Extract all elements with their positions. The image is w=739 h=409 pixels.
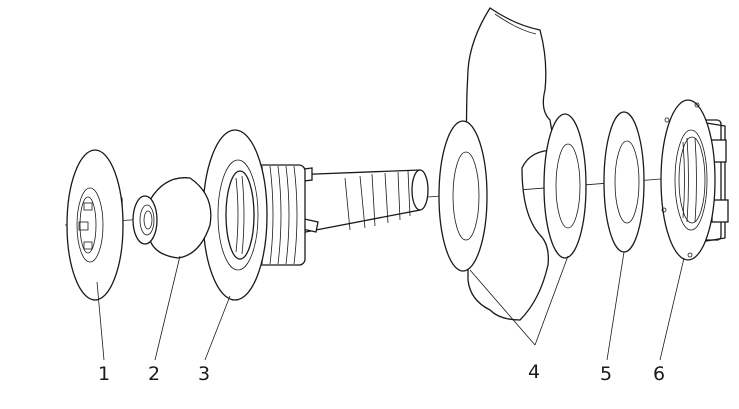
part-1-face-plate <box>66 149 124 301</box>
leader-lines <box>96 251 685 361</box>
callout-4: 4 <box>528 361 540 383</box>
part-2-eyeball <box>132 177 212 259</box>
part-4-ring-second <box>543 113 587 259</box>
part-4-ring <box>438 120 488 272</box>
part-5-washer <box>603 111 645 253</box>
callout-6: 6 <box>653 363 665 385</box>
part-3-through-hull-fitting <box>202 129 429 301</box>
callout-2: 2 <box>148 363 160 385</box>
callout-3: 3 <box>198 363 210 385</box>
part-6-lock-nut <box>660 99 729 261</box>
callout-1: 1 <box>98 363 110 385</box>
callout-5: 5 <box>600 363 612 385</box>
